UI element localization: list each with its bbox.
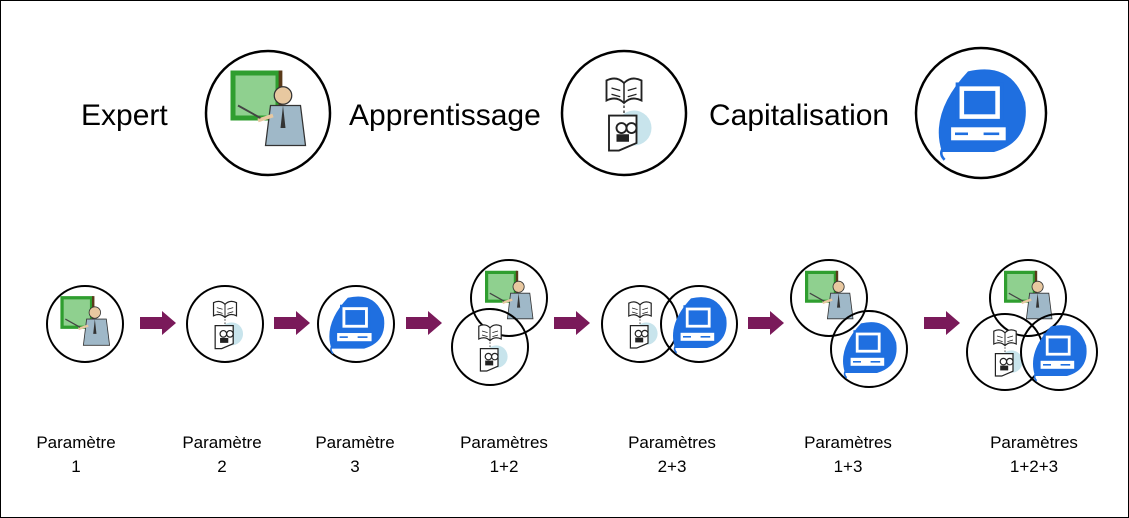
legend-label-capitalisation: Capitalisation [709,99,889,132]
step-6-group [790,259,908,388]
step-2-caption-line1: Paramètre [182,433,261,452]
capitalisation-badge [914,46,1048,180]
step-2-caption-line2: 2 [217,457,226,476]
legend-label-apprentissage: Apprentissage [349,99,541,132]
step-6-caption-line1: Paramètres [804,433,892,452]
arrow-13-123 [924,311,960,335]
step-4-caption-line1: Paramètres [460,433,548,452]
step-5-group [601,285,738,363]
step-3-caption-line2: 3 [350,457,359,476]
legend-label-expert: Expert [81,99,168,132]
step-6-caption-line2: 1+3 [834,457,863,476]
step-1-group [46,285,124,363]
arrow-2-3 [274,311,310,335]
step-3-group [317,285,395,363]
step-7-caption-line2: 1+2+3 [1010,457,1058,476]
step-2-group [186,285,264,363]
arrow-12-23 [554,311,590,335]
arrow-3-12 [406,311,442,335]
arrow-1-2 [140,311,176,335]
step-1-caption-line1: Paramètre [36,433,115,452]
arrow-23-13 [748,311,784,335]
step-5-caption-line1: Paramètres [628,433,716,452]
step-7-caption-line1: Paramètres [990,433,1078,452]
step-4-group [451,259,548,386]
step-1-caption-line2: 1 [71,457,80,476]
step-7-group [966,259,1098,391]
step-4-caption-line2: 1+2 [490,457,519,476]
expert-badge [204,49,332,177]
step-5-caption-line2: 2+3 [658,457,687,476]
step-3-caption-line1: Paramètre [315,433,394,452]
apprentissage-badge [560,49,688,177]
